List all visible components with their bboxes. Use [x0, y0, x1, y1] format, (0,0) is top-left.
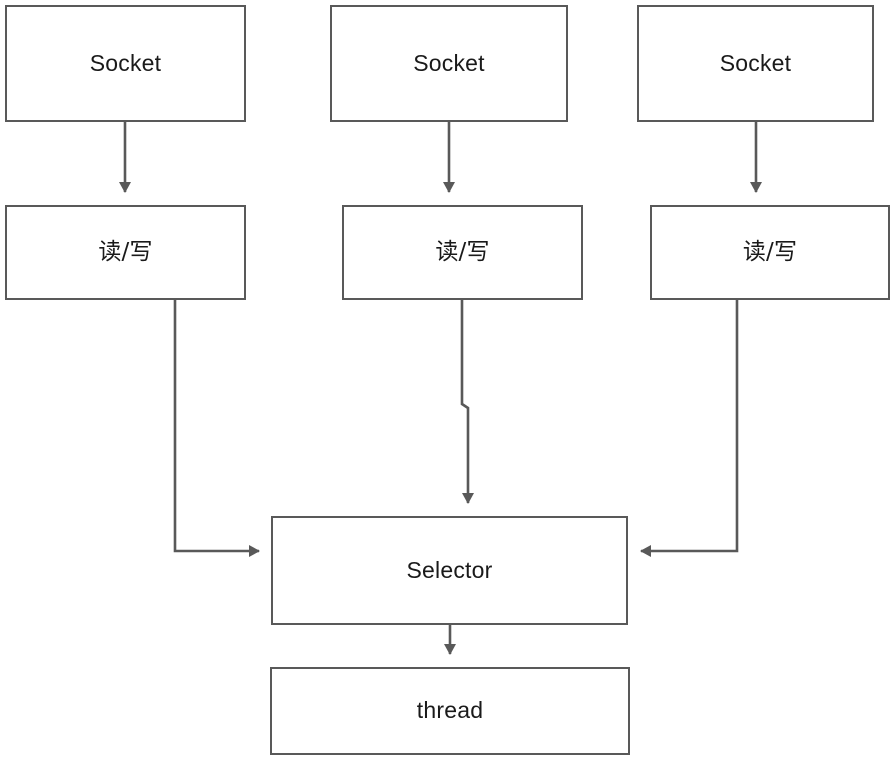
node-socket-2[interactable]: Socket [330, 5, 568, 122]
node-read-write-1[interactable]: 读/写 [5, 205, 246, 300]
node-socket-1[interactable]: Socket [5, 5, 246, 122]
node-read-write-3[interactable]: 读/写 [650, 205, 890, 300]
connector-rw1-to-selector [173, 300, 260, 557]
node-read-write-2[interactable]: 读/写 [342, 205, 583, 300]
node-label-thread: thread [416, 697, 484, 724]
node-socket-3[interactable]: Socket [637, 5, 874, 122]
node-label-read-write-1: 读/写 [98, 238, 153, 265]
node-label-socket-3: Socket [719, 49, 792, 76]
connector-rw2-to-selector [460, 300, 474, 504]
node-label-socket-1: Socket [89, 49, 162, 76]
node-label-socket-2: Socket [413, 49, 485, 76]
connector-rw3-to-selector [640, 300, 739, 557]
node-thread[interactable]: thread [270, 667, 630, 755]
node-label-selector: Selector [406, 556, 493, 583]
node-selector[interactable]: Selector [271, 516, 628, 625]
node-label-read-write-3: 读/写 [742, 238, 798, 265]
node-label-read-write-2: 读/写 [435, 238, 490, 265]
